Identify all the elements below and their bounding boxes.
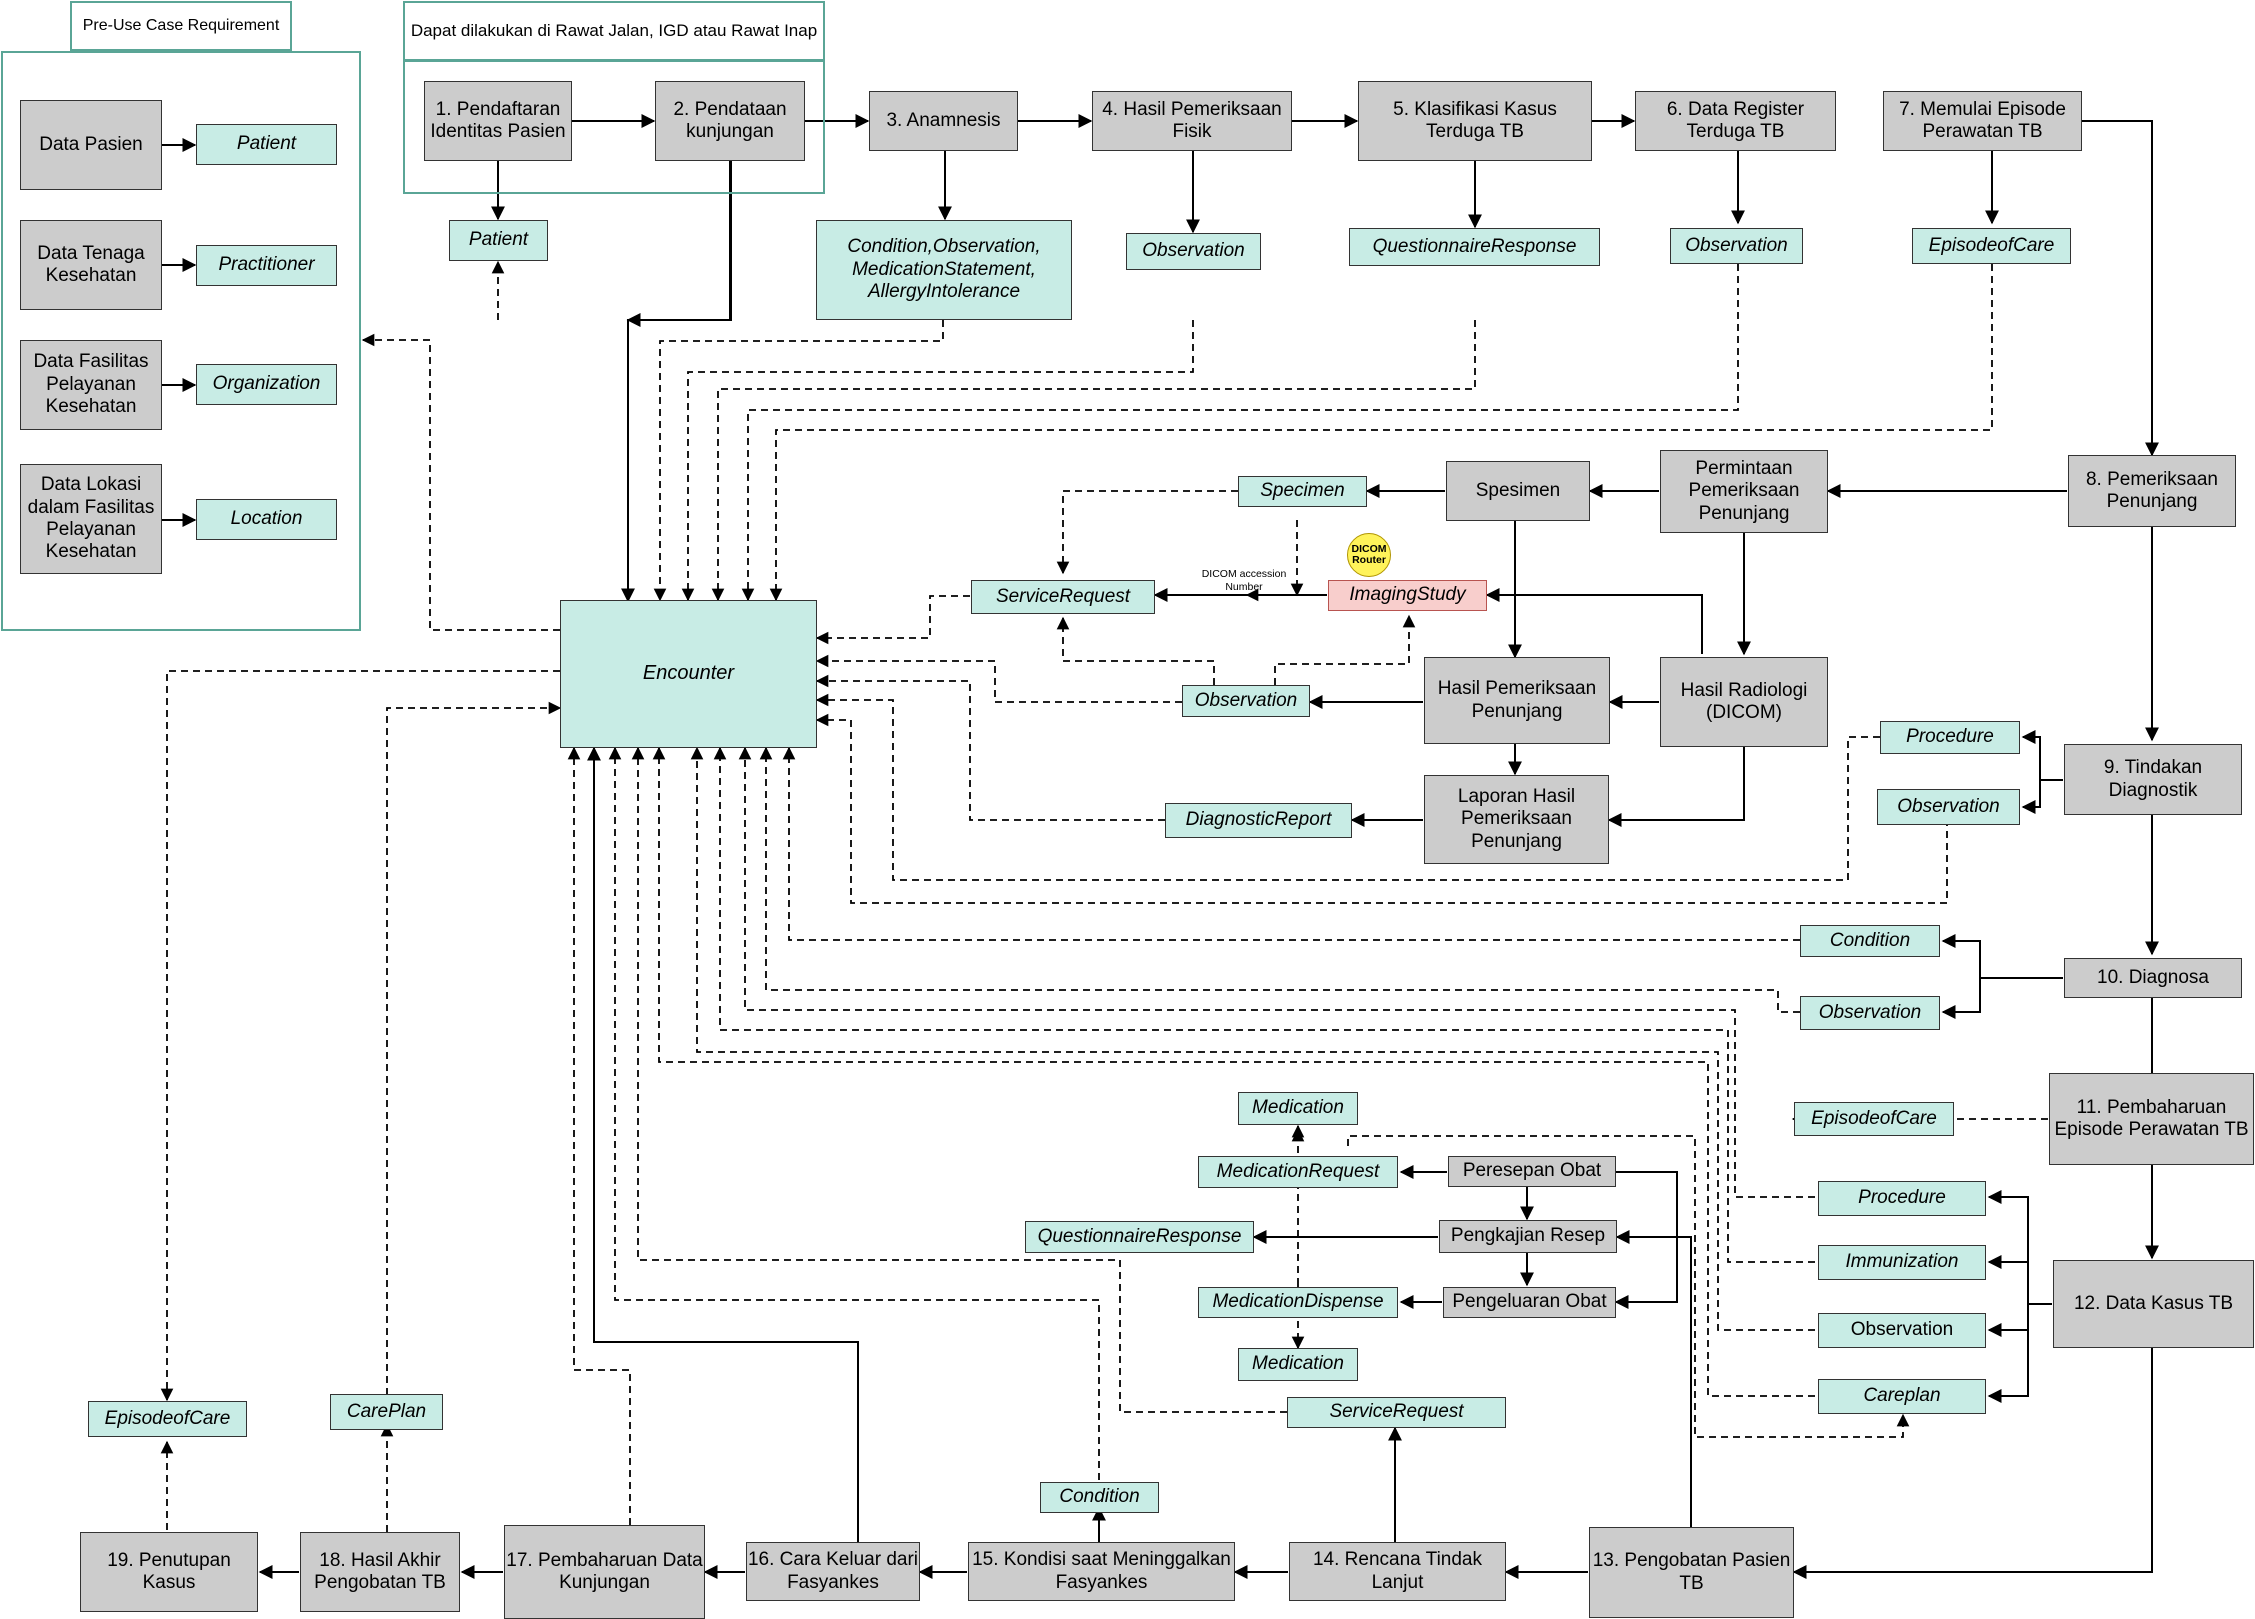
dicom-accession-note: DICOM accession Number [1201, 568, 1287, 593]
laporan-hasil[interactable]: Laporan Hasil Pemeriksaan Penunjang [1424, 775, 1609, 864]
step-3-anamnesis[interactable]: 3. Anamnesis [869, 91, 1018, 151]
registration-label: Dapat dilakukan di Rawat Jalan, IGD atau… [403, 1, 825, 61]
step-17-pembaharuan-kunjungan[interactable]: 17. Pembaharuan Data Kunjungan [504, 1525, 705, 1619]
dashed-arrows [160, 260, 2048, 1532]
solid-arrows [162, 114, 2159, 1579]
master-data-location[interactable]: Data Lokasi dalam Fasilitas Pelayanan Ke… [20, 464, 162, 574]
resource-organization[interactable]: Organization [196, 364, 337, 405]
resource-patient[interactable]: Patient [449, 220, 548, 261]
resource-imaging-study[interactable]: ImagingStudy [1328, 580, 1487, 611]
step-9-tindakan-diagnostik[interactable]: 9. Tindakan Diagnostik [2064, 744, 2242, 815]
resource-episodeofcare-11[interactable]: EpisodeofCare [1794, 1102, 1954, 1136]
step-11-pembaharuan-episode[interactable]: 11. Pembaharuan Episode Perawatan TB [2049, 1073, 2254, 1165]
step-19-penutupan[interactable]: 19. Penutupan Kasus [80, 1532, 258, 1612]
resource-questionnaire-5[interactable]: QuestionnaireResponse [1349, 228, 1600, 266]
resource-questionnaire-resep[interactable]: QuestionnaireResponse [1025, 1221, 1254, 1253]
resource-episodeofcare-19[interactable]: EpisodeofCare [88, 1401, 247, 1437]
pre-use-case-group [1, 51, 361, 631]
resource-observation-8[interactable]: Observation [1182, 685, 1310, 717]
step-7-episode[interactable]: 7. Memulai Episode Perawatan TB [1883, 91, 2082, 151]
resource-location[interactable]: Location [196, 499, 337, 540]
resource-service-request-14[interactable]: ServiceRequest [1287, 1397, 1506, 1428]
resource-observation-12[interactable]: Observation [1818, 1313, 1986, 1348]
resource-careplan-18[interactable]: CarePlan [330, 1394, 443, 1430]
step-1-pendaftaran[interactable]: 1. Pendaftaran Identitas Pasien [424, 81, 572, 161]
resource-observation-9[interactable]: Observation [1877, 789, 2020, 825]
step-2-pendataan[interactable]: 2. Pendataan kunjungan [655, 81, 805, 161]
resource-episodeofcare-7[interactable]: EpisodeofCare [1912, 228, 2071, 264]
resource-procedure-12[interactable]: Procedure [1818, 1181, 1986, 1216]
pengeluaran-obat[interactable]: Pengeluaran Obat [1443, 1287, 1616, 1318]
permintaan-pemeriksaan[interactable]: Permintaan Pemeriksaan Penunjang [1660, 450, 1828, 533]
resource-medication-dispense[interactable]: MedicationDispense [1198, 1287, 1398, 1318]
resource-medication-request[interactable]: MedicationRequest [1198, 1156, 1398, 1188]
resource-condition-10[interactable]: Condition [1800, 925, 1940, 957]
step-18-hasil-akhir[interactable]: 18. Hasil Akhir Pengobatan TB [300, 1532, 460, 1612]
resource-observation-10[interactable]: Observation [1800, 996, 1940, 1030]
step-6-register[interactable]: 6. Data Register Terduga TB [1635, 91, 1836, 151]
step-15-kondisi[interactable]: 15. Kondisi saat Meninggalkan Fasyankes [968, 1542, 1235, 1601]
hasil-pemeriksaan-penunjang[interactable]: Hasil Pemeriksaan Penunjang [1424, 657, 1610, 744]
step-8-pemeriksaan-penunjang[interactable]: 8. Pemeriksaan Penunjang [2068, 455, 2236, 527]
pre-use-case-label: Pre-Use Case Requirement [70, 1, 292, 51]
step-13-pengobatan[interactable]: 13. Pengobatan Pasien TB [1589, 1527, 1794, 1618]
resource-condition-15[interactable]: Condition [1040, 1482, 1159, 1513]
registration-group [403, 60, 825, 194]
resource-diagnostic-report[interactable]: DiagnosticReport [1165, 803, 1352, 838]
resource-practitioner[interactable]: Practitioner [196, 245, 337, 286]
master-data-patient[interactable]: Data Pasien [20, 100, 162, 190]
master-data-practitioner[interactable]: Data Tenaga Kesehatan [20, 220, 162, 310]
step-10-diagnosa[interactable]: 10. Diagnosa [2064, 958, 2242, 998]
resource-immunization-12[interactable]: Immunization [1818, 1245, 1986, 1280]
step-16-cara-keluar[interactable]: 16. Cara Keluar dari Fasyankes [746, 1542, 920, 1601]
resource-medication-bottom[interactable]: Medication [1238, 1348, 1358, 1381]
step-4-pemeriksaan-fisik[interactable]: 4. Hasil Pemeriksaan Fisik [1092, 91, 1292, 151]
resource-specimen[interactable]: Specimen [1238, 476, 1367, 507]
resource-anamnesis[interactable]: Condition,Observation, MedicationStateme… [816, 220, 1072, 320]
spesimen[interactable]: Spesimen [1446, 461, 1590, 521]
dicom-router-badge: DICOM Router [1347, 533, 1391, 577]
resource-observation-6[interactable]: Observation [1670, 228, 1803, 264]
resource-observation-4[interactable]: Observation [1126, 233, 1261, 270]
resource-service-request[interactable]: ServiceRequest [971, 580, 1155, 614]
resource-encounter[interactable]: Encounter [560, 600, 817, 748]
pengkajian-resep[interactable]: Pengkajian Resep [1439, 1220, 1617, 1253]
peresepan-obat[interactable]: Peresepan Obat [1448, 1156, 1616, 1187]
hasil-radiologi[interactable]: Hasil Radiologi (DICOM) [1660, 657, 1828, 747]
step-12-data-kasus[interactable]: 12. Data Kasus TB [2053, 1260, 2254, 1348]
resource-patient-master[interactable]: Patient [196, 124, 337, 165]
master-data-organization[interactable]: Data Fasilitas Pelayanan Kesehatan [20, 340, 162, 430]
step-14-rencana-tindak-lanjut[interactable]: 14. Rencana Tindak Lanjut [1289, 1542, 1506, 1601]
step-5-klasifikasi[interactable]: 5. Klasifikasi Kasus Terduga TB [1358, 81, 1592, 161]
resource-procedure-9[interactable]: Procedure [1880, 721, 2020, 754]
resource-careplan-12[interactable]: Careplan [1818, 1379, 1986, 1414]
resource-medication-top[interactable]: Medication [1238, 1092, 1358, 1125]
